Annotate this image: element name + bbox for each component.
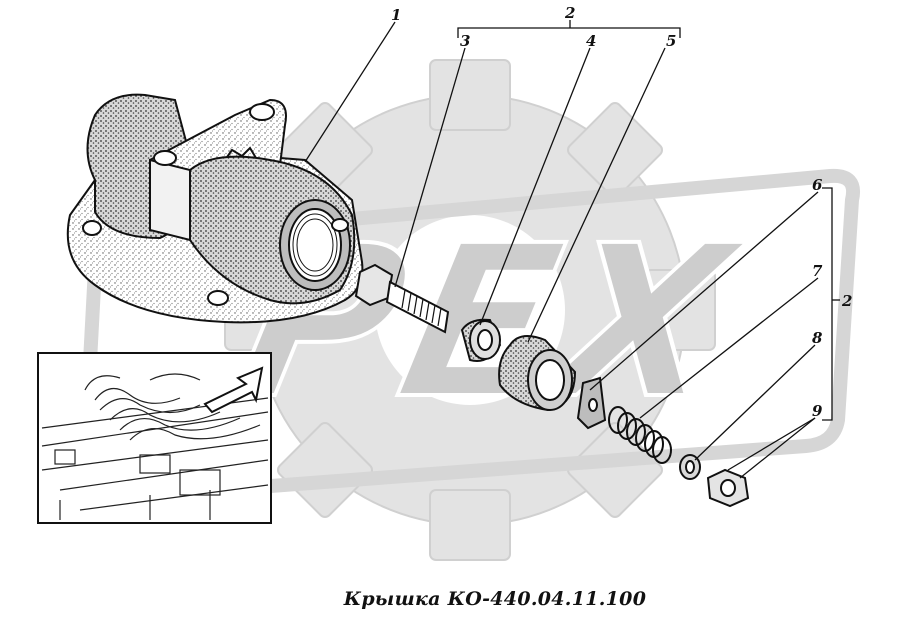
callout-9: 9 bbox=[812, 402, 823, 420]
location-inset bbox=[37, 352, 272, 524]
housing-cover-part bbox=[66, 93, 364, 324]
cup-part bbox=[498, 335, 577, 412]
callout-2-top: 2 bbox=[564, 4, 575, 22]
callout-3: 3 bbox=[460, 32, 470, 50]
callout-8: 8 bbox=[812, 329, 823, 347]
leader-lines bbox=[304, 20, 840, 479]
callout-6: 6 bbox=[812, 176, 823, 194]
washer-part bbox=[679, 454, 701, 480]
callout-7: 7 bbox=[812, 262, 823, 280]
pointer-arrow-icon bbox=[203, 366, 264, 414]
callout-5: 5 bbox=[666, 32, 676, 50]
caption-block: Крышка КО-440.04.11.100 bbox=[0, 588, 900, 610]
plate-part bbox=[576, 376, 607, 430]
nut-part bbox=[706, 468, 750, 508]
callout-2-right: 2 bbox=[841, 292, 852, 310]
bolt-part bbox=[354, 263, 450, 334]
callout-1: 1 bbox=[391, 6, 401, 24]
bushing-part bbox=[460, 318, 502, 362]
figure-caption: Крышка КО-440.04.11.100 bbox=[343, 588, 647, 610]
spring-part bbox=[608, 406, 672, 464]
callout-4: 4 bbox=[586, 32, 596, 50]
